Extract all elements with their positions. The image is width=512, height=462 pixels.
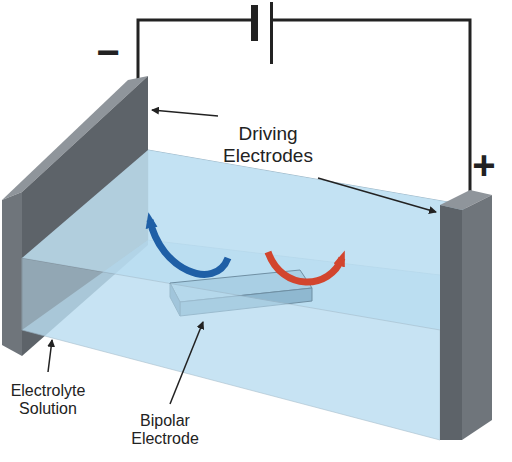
terminal-sign: + (472, 145, 495, 185)
leader-line (152, 110, 218, 116)
red-flow-arrow (268, 252, 342, 282)
leader-line (170, 322, 203, 404)
wire (272, 20, 470, 195)
terminal-sign: − (96, 32, 119, 72)
part-label: Driving Electrodes (223, 123, 313, 167)
battery-plate (270, 2, 273, 64)
battery-plate (251, 5, 258, 41)
driving-electrode (440, 205, 462, 440)
part-label: Electrolyte Solution (11, 382, 86, 419)
electrode-side (2, 192, 22, 356)
leader-line (48, 340, 52, 372)
blue-flow-arrow (150, 220, 228, 274)
leader-line (318, 178, 436, 212)
wire (138, 20, 255, 80)
electrode-side (462, 195, 492, 440)
electrolyte-front (22, 258, 440, 440)
tank-bottom (22, 240, 465, 440)
part-label: Bipolar Electrode (130, 412, 200, 449)
